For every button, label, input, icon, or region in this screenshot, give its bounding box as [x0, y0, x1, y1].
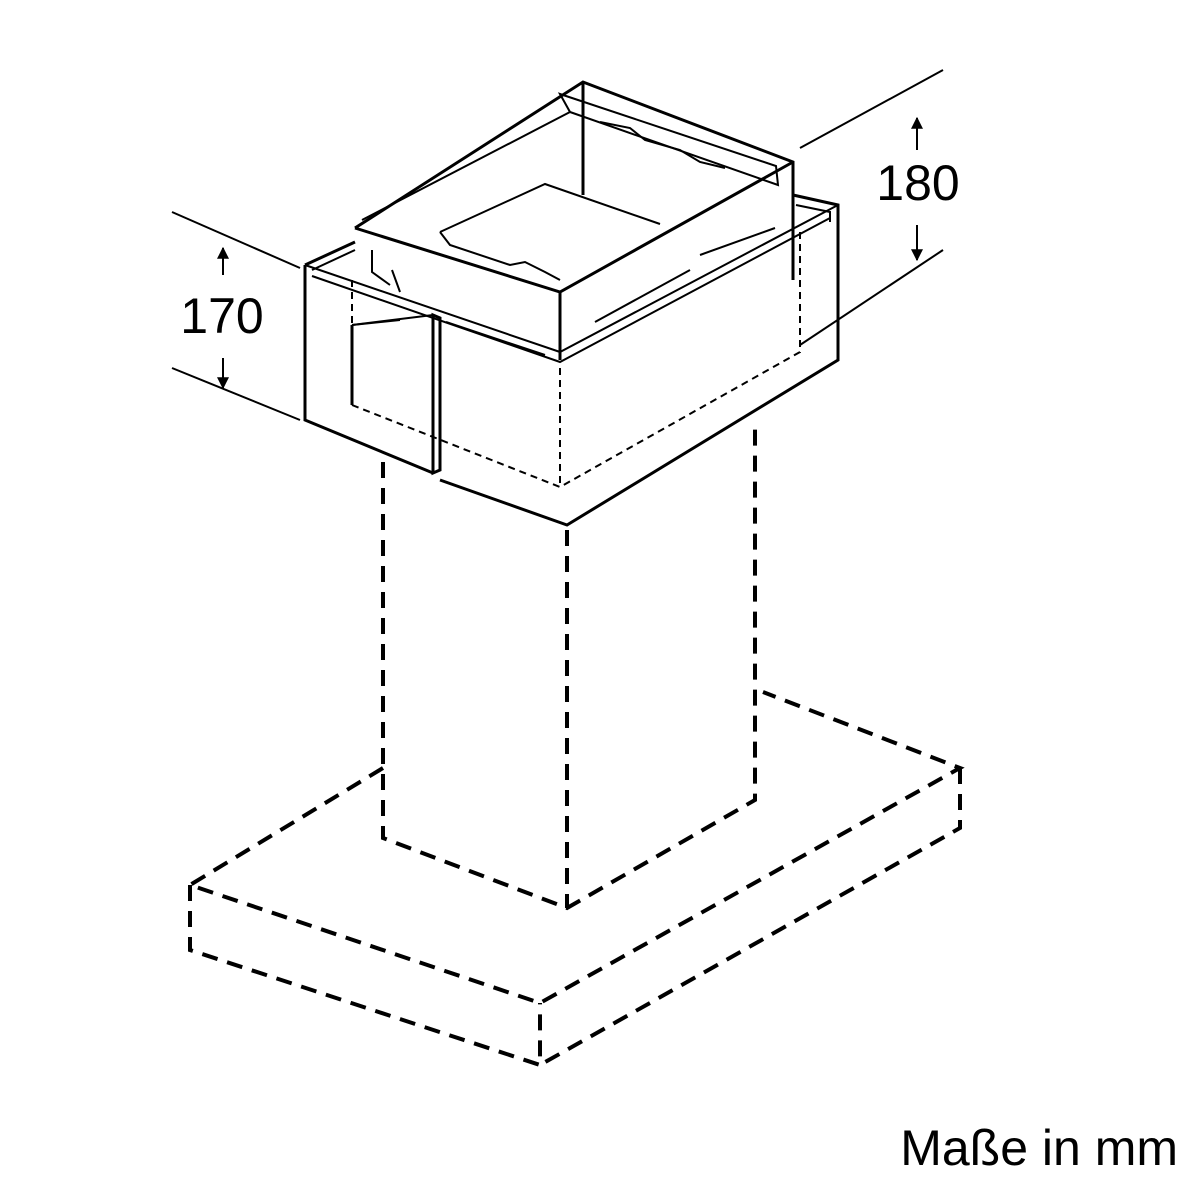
- hidden-inner-edges: [351, 232, 801, 489]
- dimension-180: 180: [799, 69, 960, 346]
- dimension-label-170: 170: [180, 288, 263, 344]
- dimension-label-180: 180: [876, 155, 959, 211]
- upper-fan-box: [354, 80, 795, 360]
- lower-base-box: [303, 193, 840, 527]
- extension-line-top: [799, 69, 944, 149]
- chimney-outline: [381, 420, 757, 911]
- units-caption: Maße in mm: [900, 1120, 1178, 1176]
- extension-line-bottom: [799, 249, 944, 346]
- extension-line-top: [171, 211, 301, 269]
- hood-canopy-outline: [185, 690, 965, 1068]
- extension-line-bottom: [171, 367, 301, 421]
- dimension-170: 170: [171, 211, 301, 421]
